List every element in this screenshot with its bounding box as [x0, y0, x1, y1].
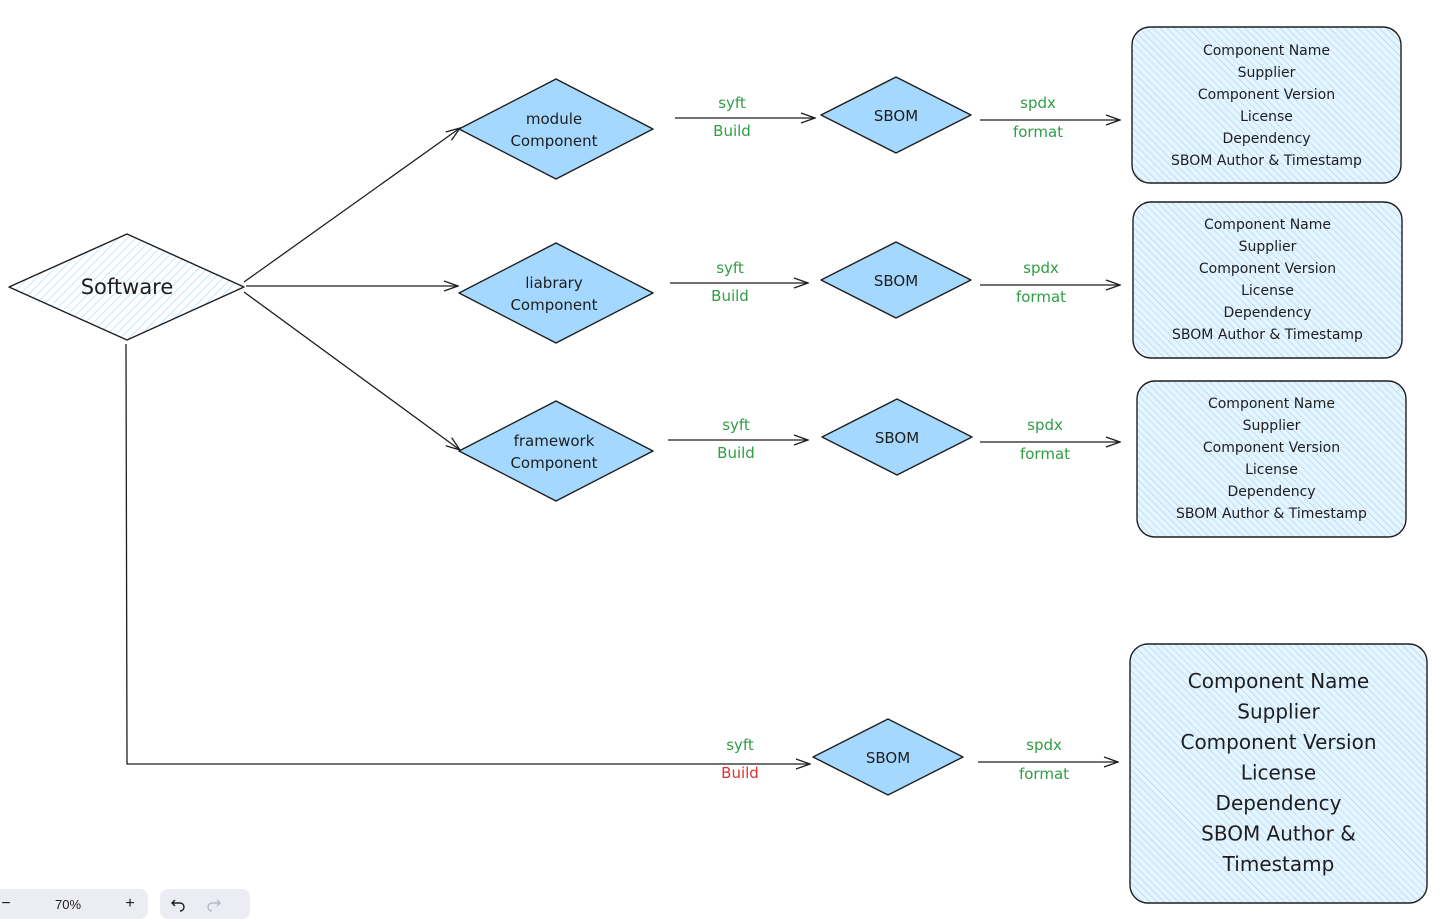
module-build-label: Build	[713, 122, 751, 140]
details-box-line: License	[1241, 761, 1316, 785]
details-box-line: License	[1245, 462, 1298, 478]
library-syft-label: syft	[716, 259, 744, 277]
module-component-label: Component	[510, 132, 597, 150]
arrow-software-to-framework[interactable]	[243, 291, 460, 450]
zoom-level[interactable]: 70%	[54, 896, 82, 912]
framework-sbom-label: SBOM	[875, 429, 919, 447]
details-box-line: Dependency	[1227, 484, 1315, 500]
framework-component-label: Component	[510, 454, 597, 472]
details-box-line: License	[1241, 283, 1294, 299]
details-box-line: SBOM Author & Timestamp	[1171, 153, 1362, 169]
arrow-software-to-sbom-direct[interactable]	[125, 343, 810, 764]
library-component-label: Component	[510, 296, 597, 314]
details-box-line: Dependency	[1223, 305, 1311, 321]
direct-syft-label: syft	[726, 736, 754, 754]
module-component-label: module	[526, 110, 582, 128]
zoom-toolbar: − 70% +	[0, 889, 148, 919]
details-box-rect	[1129, 643, 1428, 904]
details-box-rect	[1132, 201, 1403, 359]
library-sbom-node[interactable]: SBOM	[820, 241, 972, 319]
details-box-line: Component Name	[1188, 669, 1369, 693]
direct-spdx-label: spdx	[1026, 736, 1062, 754]
redo-button[interactable]	[196, 889, 232, 919]
details-box-line: SBOM Author & Timestamp	[1176, 506, 1367, 522]
software-label: Software	[81, 275, 174, 299]
framework-sbom-diamond	[821, 398, 973, 476]
library-sbom-diamond	[820, 241, 972, 319]
direct-sbom-diamond	[812, 718, 964, 796]
details-box-line: Component Version	[1203, 440, 1340, 456]
framework-format-label: format	[1020, 445, 1070, 463]
details-box-line: Timestamp	[1222, 852, 1335, 876]
module-sbom-label: SBOM	[874, 107, 918, 125]
details-box-line: Component Version	[1199, 261, 1336, 277]
undo-icon	[171, 899, 185, 912]
library-format-label: format	[1016, 288, 1066, 306]
details-box-line: Supplier	[1238, 65, 1296, 81]
library-build-label: Build	[711, 287, 749, 305]
module-component-diamond	[458, 78, 654, 180]
library-sbom-label: SBOM	[874, 272, 918, 290]
zoom-in-button[interactable]: +	[125, 895, 135, 912]
details-box-rect	[1136, 380, 1407, 538]
details-box-line: Supplier	[1239, 239, 1297, 255]
framework-syft-label: syft	[722, 416, 750, 434]
library-spdx-label: spdx	[1023, 259, 1059, 277]
details-box-line: Dependency	[1222, 131, 1310, 147]
zoom-out-button[interactable]: −	[1, 895, 11, 912]
direct-sbom-label: SBOM	[866, 749, 910, 767]
details-box-line: License	[1240, 109, 1293, 125]
framework-component-label: framework	[514, 432, 595, 450]
details-box-line: SBOM Author & Timestamp	[1172, 327, 1363, 343]
framework-sbom-node[interactable]: SBOM	[821, 398, 973, 476]
details-box-line: SBOM Author &	[1201, 822, 1356, 846]
redo-icon	[207, 899, 221, 912]
arrow-software-to-module[interactable]	[243, 128, 460, 283]
details-box-rect	[1131, 26, 1402, 184]
framework-spdx-label: spdx	[1027, 416, 1063, 434]
details-box-line: Component Name	[1203, 43, 1330, 59]
direct-sbom-node[interactable]: SBOM	[812, 718, 964, 796]
software-diamond	[8, 233, 245, 341]
framework-build-label: Build	[717, 444, 755, 462]
details-box-line: Component Version	[1198, 87, 1335, 103]
details-box-line: Supplier	[1243, 418, 1301, 434]
software-node[interactable]: Software	[8, 233, 245, 341]
rows-layer: moduleComponentsyftBuildSBOMspdxformatli…	[458, 76, 1120, 796]
module-sbom-node[interactable]: SBOM	[820, 76, 972, 154]
details-box-line: Component Version	[1180, 730, 1376, 754]
details-box-line: Dependency	[1216, 791, 1342, 815]
undo-button[interactable]	[160, 889, 196, 919]
module-format-label: format	[1013, 123, 1063, 141]
library-component-diamond	[458, 242, 654, 344]
connectors	[125, 128, 810, 764]
history-toolbar	[160, 889, 250, 919]
details-box-line: Component Name	[1208, 396, 1335, 412]
direct-build-label: Build	[721, 764, 759, 782]
direct-format-label: format	[1019, 765, 1069, 783]
module-sbom-diamond	[820, 76, 972, 154]
library-component-label: liabrary	[525, 274, 583, 292]
details-box-line: Component Name	[1204, 217, 1331, 233]
module-syft-label: syft	[718, 94, 746, 112]
module-spdx-label: spdx	[1020, 94, 1056, 112]
details-box-line: Supplier	[1237, 700, 1320, 724]
framework-component-diamond	[458, 400, 654, 502]
